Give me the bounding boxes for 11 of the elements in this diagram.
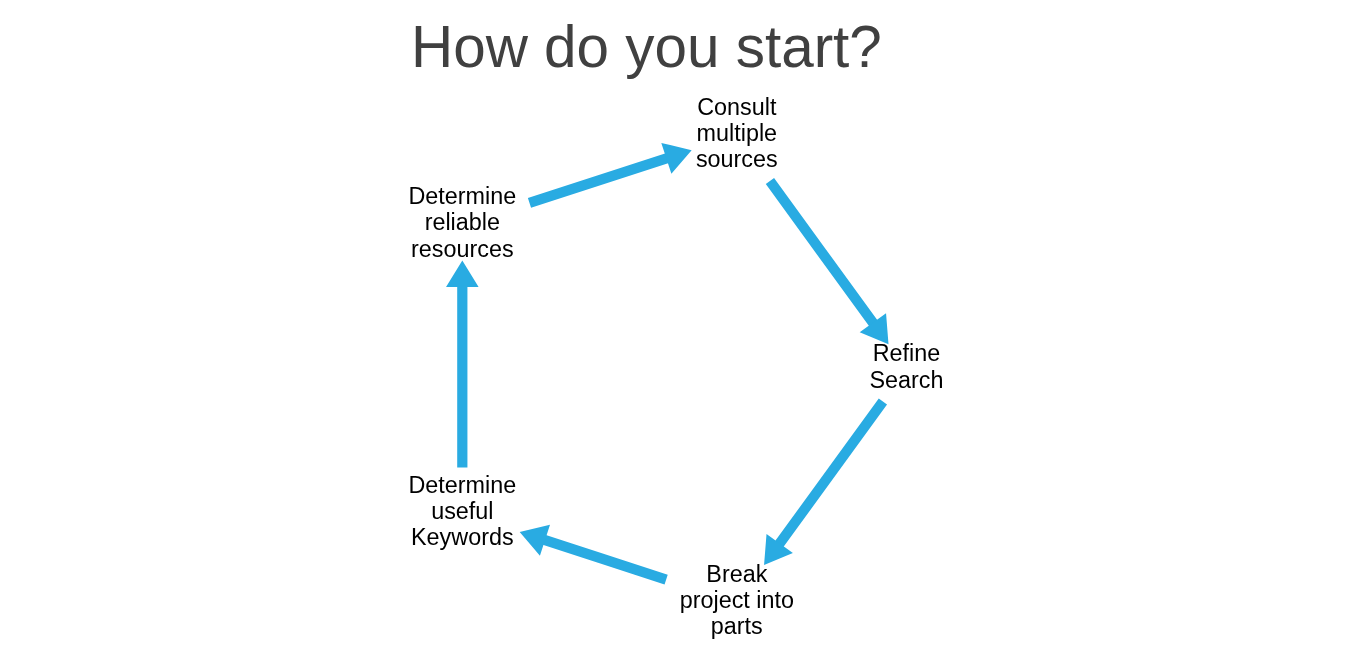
arrow [527, 142, 692, 208]
arrow [764, 398, 888, 565]
arrow [446, 260, 479, 468]
node-text: Refine Search [869, 340, 944, 393]
arrow [519, 524, 668, 585]
node-text: Determine useful Keywords [408, 471, 517, 551]
arrow [765, 178, 889, 345]
node-text: Break project into parts [679, 560, 794, 640]
diagram-title: How do you start? [410, 13, 882, 79]
node-text: Determine reliable resources [408, 182, 517, 262]
node-text: Consult multiple sources [695, 93, 778, 173]
